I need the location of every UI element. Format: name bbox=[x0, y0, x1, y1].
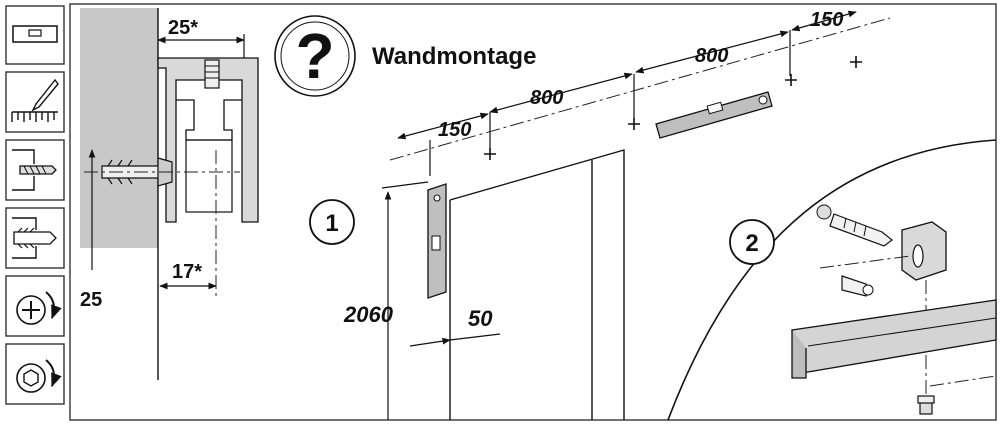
hex-key-icon bbox=[5, 343, 65, 405]
wall-plug-icon bbox=[5, 207, 65, 269]
mark-4 bbox=[850, 56, 862, 68]
rail-screw bbox=[919, 401, 933, 415]
door-gap-label: 50 bbox=[468, 306, 493, 331]
step-1-badge: 1 bbox=[309, 199, 355, 245]
seg-150-b-label: 150 bbox=[810, 9, 843, 31]
seg-800-a-label: 800 bbox=[530, 87, 563, 109]
wall-section bbox=[80, 8, 158, 248]
drill-icon bbox=[5, 139, 65, 201]
bracket-offset-label: 17* bbox=[172, 261, 202, 283]
door-opening: 2060 50 bbox=[343, 149, 625, 420]
bracket-profile bbox=[157, 57, 259, 223]
adjustment-screw bbox=[204, 59, 220, 89]
seg-800-b-label: 800 bbox=[695, 45, 728, 67]
wall-offset-label: 25 bbox=[80, 289, 102, 311]
spirit-level-drawing bbox=[655, 91, 773, 139]
height-label: 2060 bbox=[343, 302, 394, 327]
phillips-screwdriver-icon bbox=[5, 275, 65, 337]
bracket-width-label: 25* bbox=[168, 17, 198, 39]
pencil-mark-icon bbox=[5, 71, 65, 133]
spirit-level-icon bbox=[5, 5, 65, 65]
mounting-bracket bbox=[901, 221, 947, 281]
seg-150-a-label: 150 bbox=[438, 119, 471, 141]
mark-3 bbox=[785, 74, 797, 86]
question-mark: ? bbox=[295, 20, 334, 92]
step-2-badge bbox=[729, 219, 775, 265]
top-rail bbox=[791, 299, 997, 373]
dowel bbox=[829, 213, 893, 247]
step-2-number: 2 bbox=[745, 230, 758, 257]
hole-spacing-chain: 150 800 800 150 bbox=[389, 9, 891, 176]
help-icon: ? bbox=[274, 15, 356, 97]
bracket-section-detail: 25* 17* 25 bbox=[80, 8, 259, 380]
detail-view-2: 2 bbox=[667, 139, 997, 421]
step-1-number: 1 bbox=[325, 210, 338, 237]
tool-sidebar bbox=[5, 5, 65, 405]
page-title: Wandmontage bbox=[372, 43, 536, 70]
main-frame bbox=[69, 3, 997, 421]
